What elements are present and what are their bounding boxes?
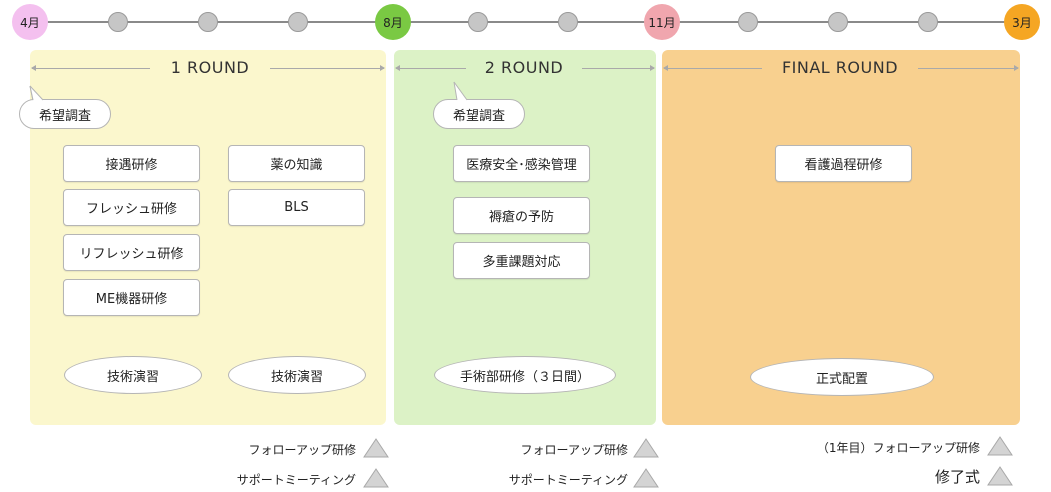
triangle-icon — [987, 436, 1013, 456]
survey-label: 希望調査 — [38, 108, 91, 124]
round1-title: 1 ROUND — [150, 58, 270, 77]
oval-label: 技術演習 — [270, 369, 323, 385]
timeline-dot — [918, 12, 938, 32]
timeline-dot — [558, 12, 578, 32]
triangle-icon — [363, 468, 389, 488]
training-label: 褥瘡の予防 — [488, 210, 554, 225]
survey-bubble-round1: 希望調査 — [19, 99, 111, 129]
triangle-icon — [987, 466, 1013, 486]
oval-label: 手術部研修（３日間） — [459, 369, 590, 385]
training-box: 薬の知識 — [228, 145, 365, 182]
training-label: フレッシュ研修 — [85, 202, 177, 217]
follow-up-label-r2: フォローアップ研修 — [520, 443, 628, 457]
placement-oval: 正式配置 — [750, 358, 934, 396]
survey-bubble-round2: 希望調査 — [433, 99, 525, 129]
round2-title: 2 ROUND — [466, 58, 582, 77]
training-box: フレッシュ研修 — [63, 189, 200, 226]
training-box: 看護過程研修 — [775, 145, 912, 182]
training-label: BLS — [284, 200, 309, 215]
training-label: 多重課題対応 — [482, 255, 561, 270]
completion-ceremony-label: 修了式 — [934, 468, 980, 486]
milestone-label: 11月 — [648, 15, 676, 30]
timeline-dot — [468, 12, 488, 32]
final-round-title: FINAL ROUND — [762, 58, 918, 77]
milestone-august: 8月 — [375, 4, 411, 40]
training-box: ME機器研修 — [63, 279, 200, 316]
survey-label: 希望調査 — [452, 108, 505, 124]
milestone-april: 4月 — [12, 4, 48, 40]
follow-up-label-final: （1年目）フォローアップ研修 — [816, 441, 980, 455]
support-meeting-label-r2: サポートミーティング — [508, 473, 628, 487]
survey-tail-2 — [453, 81, 468, 101]
skill-practice-oval: 技術演習 — [228, 356, 366, 394]
timeline-dot — [828, 12, 848, 32]
training-label: ME機器研修 — [95, 292, 168, 307]
milestone-label: 8月 — [383, 15, 403, 30]
oval-label: 正式配置 — [815, 371, 868, 387]
training-label: 看護過程研修 — [804, 158, 883, 173]
surgery-training-oval: 手術部研修（３日間） — [434, 356, 616, 394]
oval-label: 技術演習 — [106, 369, 159, 385]
training-box: 接遇研修 — [63, 145, 200, 182]
timeline-dot — [108, 12, 128, 32]
training-box: BLS — [228, 189, 365, 226]
timeline-dot — [288, 12, 308, 32]
milestone-november: 11月 — [644, 4, 680, 40]
follow-up-label-r1: フォローアップ研修 — [248, 443, 356, 457]
timeline-line — [30, 21, 1022, 23]
milestone-march: 3月 — [1004, 4, 1040, 40]
triangle-icon — [633, 438, 659, 458]
timeline-dot — [198, 12, 218, 32]
training-box: リフレッシュ研修 — [63, 234, 200, 271]
training-label: 薬の知識 — [270, 158, 323, 173]
survey-tail-cover-1 — [29, 85, 44, 101]
triangle-icon — [363, 438, 389, 458]
training-box: 多重課題対応 — [453, 242, 590, 279]
training-label: 接遇研修 — [105, 158, 158, 173]
training-box: 医療安全･感染管理 — [453, 145, 590, 182]
triangle-icon — [633, 468, 659, 488]
skill-practice-oval: 技術演習 — [64, 356, 202, 394]
milestone-label: 3月 — [1012, 15, 1032, 30]
timeline-dot — [738, 12, 758, 32]
training-box: 褥瘡の予防 — [453, 197, 590, 234]
milestone-label: 4月 — [20, 15, 40, 30]
training-label: リフレッシュ研修 — [79, 247, 184, 262]
training-label: 医療安全･感染管理 — [466, 158, 577, 173]
support-meeting-label-r1: サポートミーティング — [236, 473, 356, 487]
